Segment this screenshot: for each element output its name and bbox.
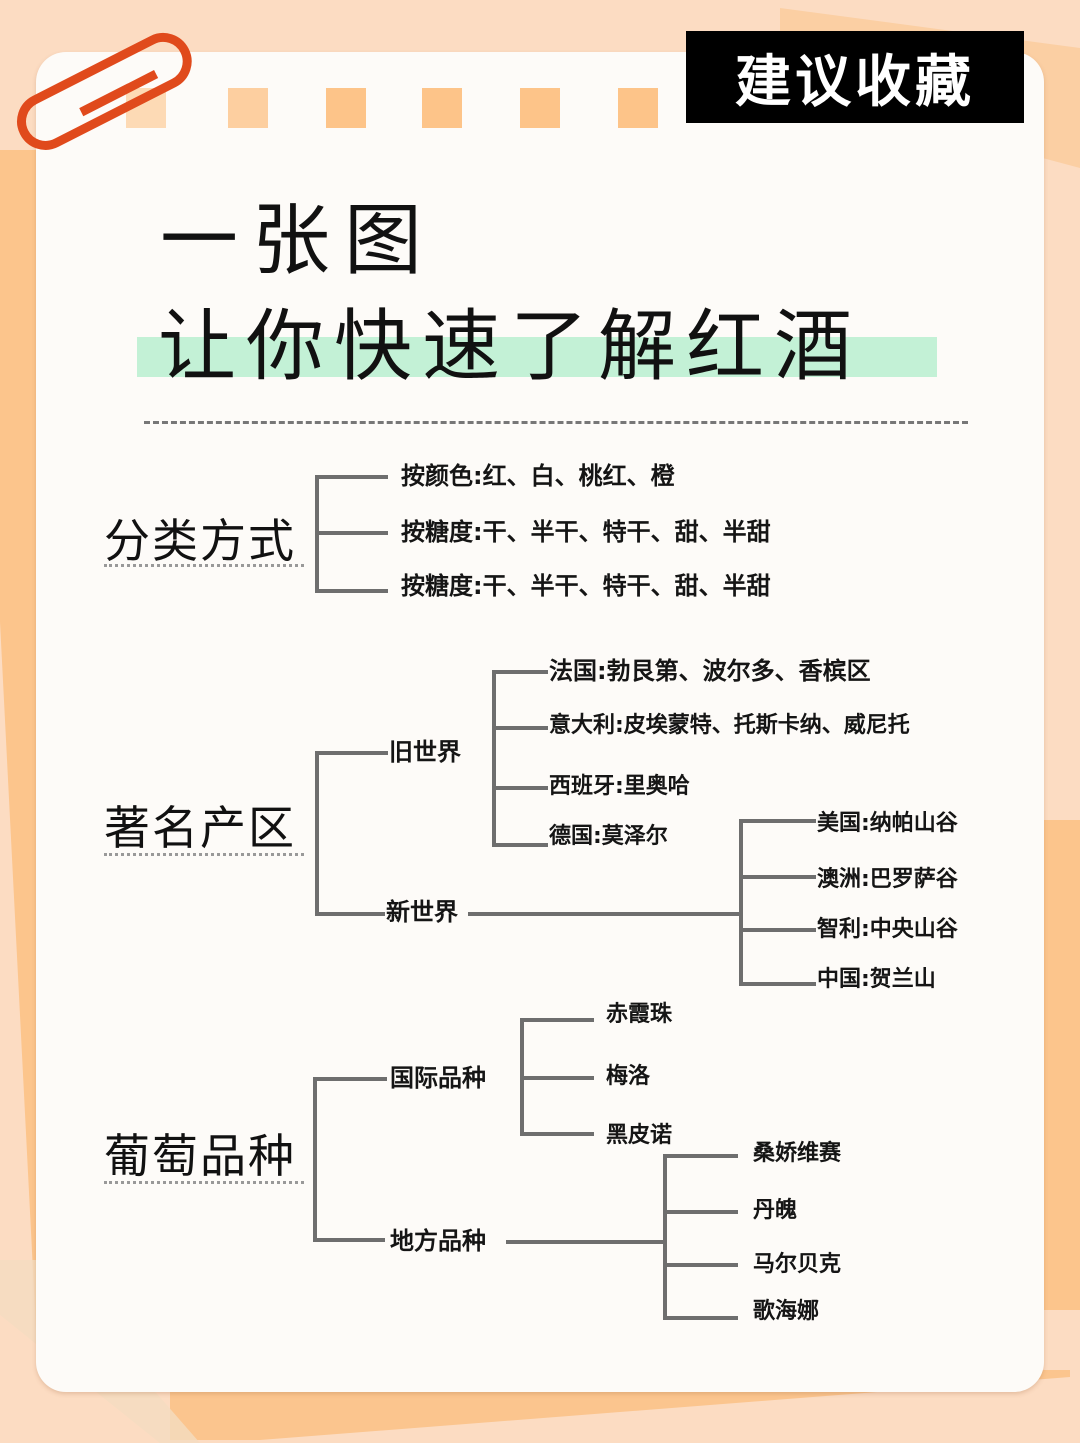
- binder-tab: [422, 88, 462, 128]
- binder-tab: [228, 88, 268, 128]
- section-underline: [104, 564, 304, 567]
- node-region-spain: 西班牙:里奥哈: [548, 774, 691, 799]
- binder-tab: [326, 88, 366, 128]
- node-new-world: 新世界: [385, 898, 459, 926]
- node-region-china: 中国:贺兰山: [816, 967, 937, 992]
- node-grape-cabernet: 赤霞珠: [605, 1002, 674, 1027]
- background-strip-right: [1044, 820, 1080, 1310]
- node-grape-grenache: 歌海娜: [752, 1299, 821, 1324]
- node-grape-merlot: 梅洛: [605, 1064, 652, 1089]
- node-region-italy: 意大利:皮埃蒙特、托斯卡纳、威尼托: [548, 713, 911, 738]
- binder-tab: [520, 88, 560, 128]
- section-title-classification: 分类方式: [104, 514, 296, 568]
- bookmark-badge: 建议收藏: [686, 31, 1024, 123]
- node-grape-pinot-noir: 黑皮诺: [605, 1123, 674, 1148]
- node-region-france: 法国:勃艮第、波尔多、香槟区: [548, 657, 872, 685]
- section-title-regions: 著名产区: [104, 801, 296, 855]
- node-grape-malbec: 马尔贝克: [752, 1252, 843, 1277]
- paperclip-icon: [17, 32, 192, 150]
- node-region-chile: 智利:中央山谷: [816, 917, 959, 942]
- node-region-australia: 澳洲:巴罗萨谷: [816, 867, 959, 892]
- node-classification-sugar: 按糖度:干、半干、特干、甜、半甜: [400, 518, 772, 546]
- node-classification-color: 按颜色:红、白、桃红、橙: [400, 462, 676, 490]
- node-grape-tempranillo: 丹魄: [752, 1198, 799, 1223]
- page-title-line1: 一张图: [160, 196, 437, 286]
- page-title-line2: 让你快速了解红酒: [158, 302, 863, 392]
- node-old-world: 旧世界: [388, 738, 462, 766]
- node-local-grapes: 地方品种: [389, 1227, 487, 1255]
- dashed-divider: [144, 421, 968, 424]
- binder-tab: [618, 88, 658, 128]
- node-international-grapes: 国际品种: [389, 1064, 487, 1092]
- section-underline: [104, 853, 304, 856]
- node-region-usa: 美国:纳帕山谷: [816, 811, 959, 836]
- section-title-grapes: 葡萄品种: [104, 1129, 296, 1183]
- node-region-germany: 德国:莫泽尔: [548, 824, 669, 849]
- title-highlight: [137, 337, 937, 377]
- node-classification-sugar-2: 按糖度:干、半干、特干、甜、半甜: [400, 572, 772, 600]
- node-grape-sangiovese: 桑娇维赛: [752, 1141, 843, 1166]
- background-strip-left: [0, 150, 36, 1330]
- section-underline: [104, 1181, 304, 1184]
